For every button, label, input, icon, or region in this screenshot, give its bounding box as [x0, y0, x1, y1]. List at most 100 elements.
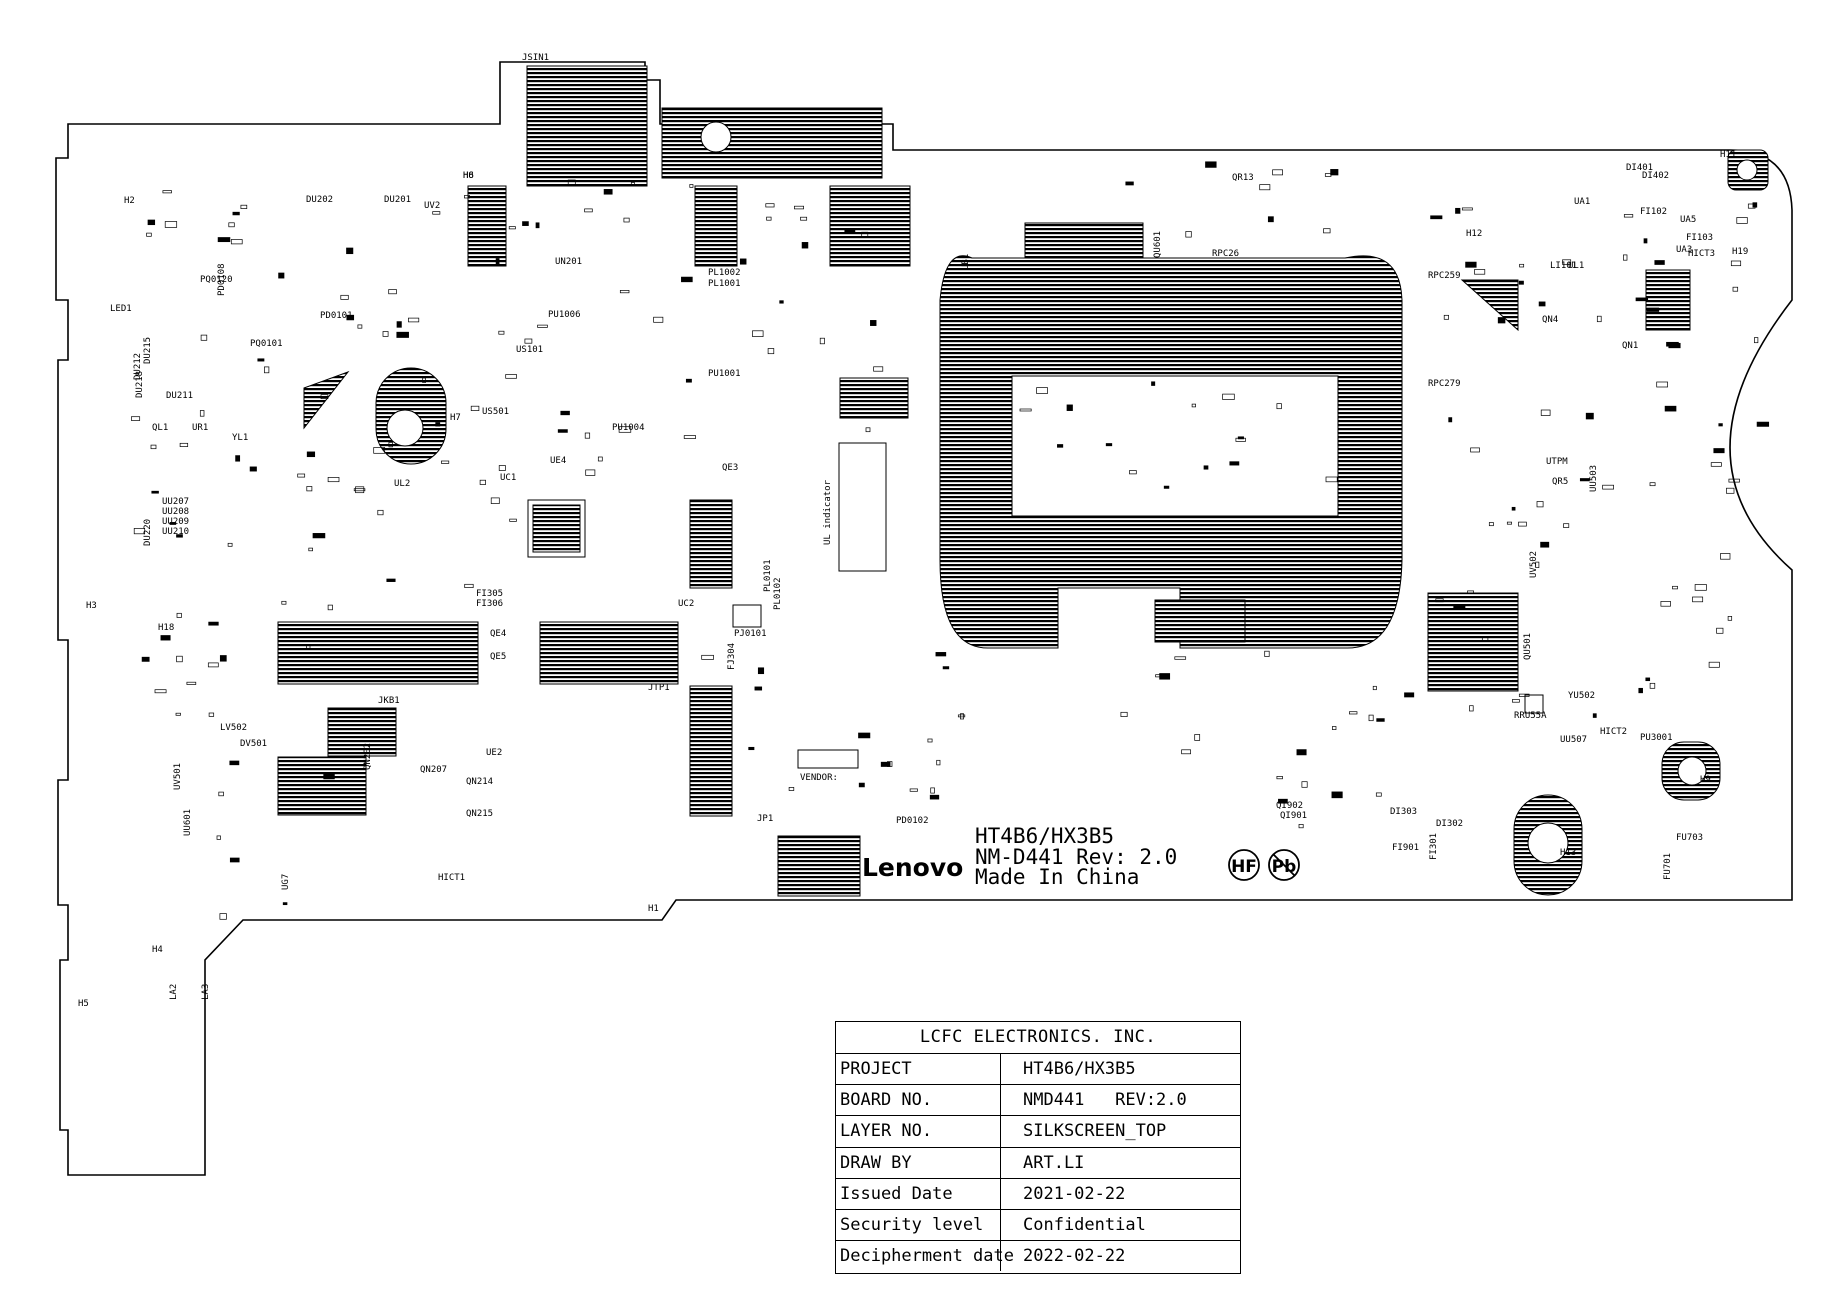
- footprint: [1488, 522, 1494, 527]
- title-block-value: Confidential: [1023, 1214, 1146, 1235]
- ref-designator: UU208: [162, 507, 189, 517]
- footprint: [929, 794, 940, 800]
- footprint: [1654, 260, 1665, 265]
- footprint: [308, 547, 313, 552]
- footprint: [1404, 692, 1415, 698]
- footprint: [1643, 238, 1648, 244]
- footprint: [312, 533, 326, 539]
- footprint: [1736, 217, 1748, 224]
- footprint: [1174, 656, 1187, 660]
- title-block: LCFC ELECTRONICS. INC. PROJECT HT4B6/HX3…: [835, 1021, 1241, 1274]
- footprint: [176, 655, 183, 663]
- ref-designator: PL1002: [708, 268, 741, 278]
- footprint: [1713, 448, 1725, 454]
- footprint: [880, 761, 891, 767]
- title-block-key: LAYER NO.: [836, 1116, 1001, 1147]
- footprint: [306, 486, 313, 492]
- footprint: [1623, 214, 1634, 218]
- footprint: [141, 656, 150, 662]
- footprint: [1105, 443, 1113, 447]
- component-footprints: [131, 161, 1770, 920]
- footprint: [377, 509, 384, 516]
- title-block-value: SILKSCREEN_TOP: [1023, 1121, 1167, 1142]
- footprint: [1469, 705, 1474, 712]
- footprint: [281, 600, 287, 605]
- footprint: [1453, 604, 1466, 610]
- footprint: [819, 337, 825, 345]
- footprint: [219, 913, 227, 920]
- footprint: [1151, 381, 1156, 386]
- title-block-value: NMD441 REV:2.0: [1023, 1090, 1187, 1111]
- footprint: [757, 667, 765, 675]
- footprint: [1159, 673, 1171, 680]
- ref-designator: JSIN1: [522, 53, 549, 63]
- footprint: [320, 394, 329, 400]
- footprint: [1465, 261, 1477, 268]
- ref-designator: PL0101: [763, 559, 773, 592]
- ref-designator: QE3: [722, 463, 738, 473]
- ref-designator: PD0101: [320, 311, 353, 321]
- ref-designator: PQ0120: [200, 275, 233, 285]
- ref-designator: HICT1: [438, 873, 465, 883]
- ref-designator: UV2: [424, 201, 440, 211]
- ref-designator: LA3: [201, 984, 211, 1000]
- footprint: [1435, 598, 1444, 603]
- ref-designator: RPC26: [1212, 249, 1239, 259]
- ref-designator: PU1001: [708, 369, 741, 379]
- footprint: [441, 460, 450, 464]
- footprint: [154, 689, 167, 694]
- ref-designator: LI101: [1550, 261, 1577, 271]
- title-block-row: Issued Date 2021-02-22: [836, 1178, 1240, 1210]
- footprint: [1656, 381, 1668, 388]
- ref-designator: H12: [1466, 229, 1482, 239]
- footprint: [685, 378, 692, 383]
- footprint: [199, 410, 205, 417]
- footprint: [1331, 791, 1343, 799]
- footprint: [306, 451, 316, 458]
- footprint: [464, 195, 470, 199]
- footprint: [1430, 215, 1443, 220]
- footprint: [176, 612, 182, 618]
- footprint: [689, 184, 694, 188]
- footprint: [1602, 484, 1614, 490]
- footprint: [681, 276, 693, 283]
- footprint: [557, 429, 568, 433]
- footprint: [179, 442, 189, 447]
- title-block-row: PROJECT HT4B6/HX3B5: [836, 1054, 1240, 1086]
- ref-designator: UA3: [1676, 245, 1692, 255]
- footprint: [1519, 263, 1525, 268]
- footprint: [618, 426, 632, 433]
- ref-designator: H11: [1720, 150, 1736, 160]
- board-model: HT4B6/HX3B5: [975, 824, 1114, 848]
- footprint: [150, 444, 157, 450]
- footprint: [1276, 403, 1282, 410]
- footprint: [1376, 718, 1385, 722]
- ref-designator: PD0102: [896, 816, 929, 826]
- ref-designator: UL1: [1568, 261, 1584, 271]
- footprint: [1726, 487, 1735, 494]
- ref-designator: H18: [158, 623, 174, 633]
- footprint: [146, 232, 152, 237]
- footprint: [597, 456, 603, 462]
- footprint: [1349, 711, 1358, 715]
- ref-designator: PQ0101: [250, 339, 283, 349]
- footprint: [1728, 478, 1740, 483]
- footprint: [1296, 749, 1307, 756]
- ref-designator: H4: [152, 945, 163, 955]
- footprint: [230, 239, 243, 245]
- footprint: [935, 652, 947, 657]
- footprint: [382, 331, 389, 337]
- ref-designator: QR13: [1232, 173, 1254, 183]
- footprint: [346, 247, 354, 255]
- footprint: [353, 488, 366, 492]
- footprint: [1163, 485, 1170, 489]
- ref-designator: DV501: [240, 739, 267, 749]
- ref-designator: UU601: [183, 809, 193, 836]
- footprint: [228, 222, 235, 228]
- footprint: [217, 237, 231, 243]
- footprint: [1019, 408, 1032, 412]
- footprint: [219, 655, 227, 662]
- footprint: [396, 331, 409, 338]
- pb-free-mark: Pb: [1268, 849, 1300, 881]
- ref-designator: H3: [86, 601, 97, 611]
